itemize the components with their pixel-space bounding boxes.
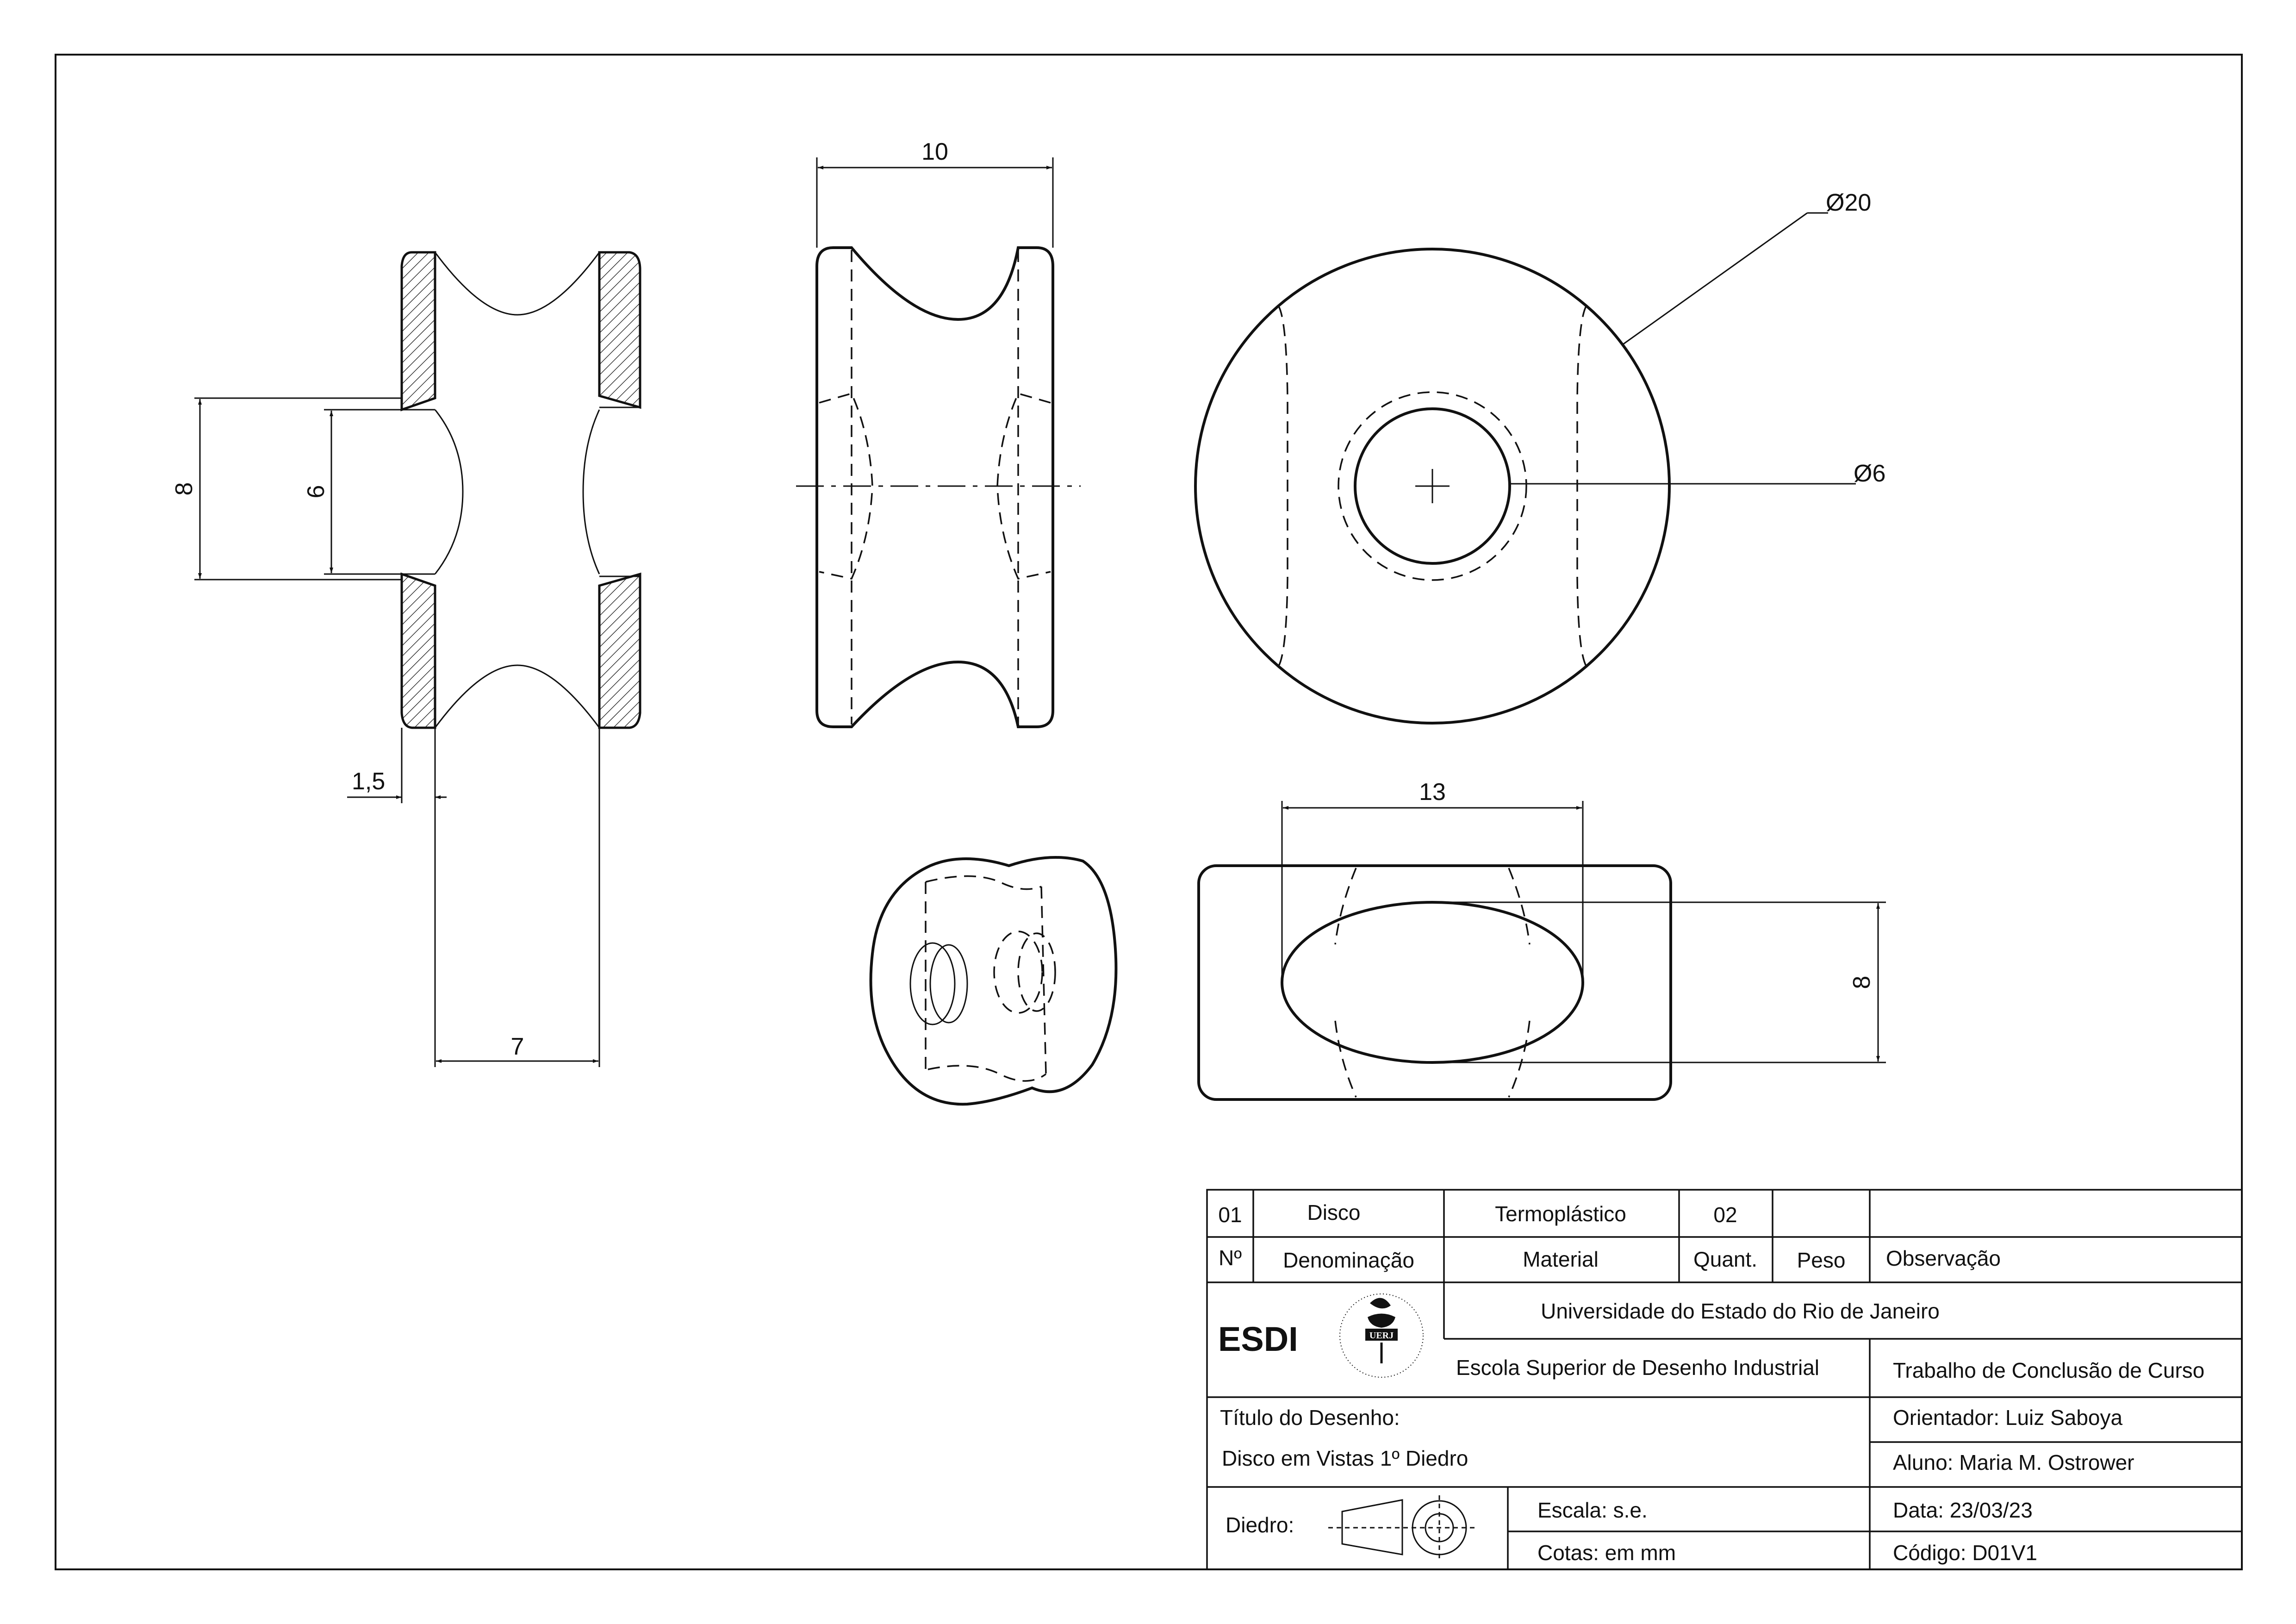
section-hatch-top-left — [400, 251, 436, 412]
side-view: Ø20 Ø6 — [1194, 189, 1885, 725]
section-hatch-bottom-right — [598, 572, 641, 729]
header-number: Nº — [1219, 1246, 1242, 1270]
hidden-line — [1508, 868, 1531, 945]
student: Aluno: Maria M. Ostrower — [1893, 1450, 2134, 1474]
svg-text:UERJ: UERJ — [1369, 1330, 1394, 1341]
dihedral-label: Diedro: — [1226, 1513, 1294, 1537]
dimension-text-d20: Ø20 — [1826, 189, 1871, 216]
hidden-bore-right — [996, 392, 1051, 580]
esdi-logo: ESDI — [1218, 1320, 1298, 1358]
title-block: 01 Disco Termoplástico 02 Nº Denominação… — [1206, 1189, 2243, 1570]
part-material: Termoplástico — [1495, 1202, 1626, 1226]
dimension-text-10: 10 — [921, 138, 948, 165]
section-groove-top — [434, 252, 600, 316]
section-groove-bottom — [434, 664, 600, 728]
scale: Escala: s.e. — [1537, 1498, 1648, 1522]
dimension-text-1-5: 1,5 — [352, 768, 385, 795]
dimension-text-13: 13 — [1419, 779, 1446, 806]
part-number: 01 — [1218, 1203, 1242, 1227]
hidden-bore-left — [819, 392, 873, 580]
section-bore-left — [434, 409, 464, 575]
front-view-outline — [815, 246, 1054, 728]
iso-hidden — [925, 875, 1042, 890]
front-view: 10 — [796, 138, 1081, 728]
drawing-title-label: Título do Desenho: — [1220, 1405, 1400, 1430]
school-name: Escola Superior de Desenho Industrial — [1456, 1355, 1819, 1380]
iso-bore-front — [909, 942, 956, 1025]
top-view-outline — [1197, 864, 1672, 1101]
section-hatch-top-right — [598, 251, 641, 409]
outer-circle — [1194, 248, 1671, 725]
hole-circle — [1354, 407, 1511, 565]
isometric-view — [869, 856, 1118, 1106]
dimension-text-d6: Ø6 — [1854, 460, 1885, 487]
header-material: Material — [1523, 1247, 1599, 1271]
hidden-line — [1334, 1020, 1357, 1098]
top-view: 13 8 — [1197, 779, 1886, 1101]
dimension-text-7: 7 — [511, 1033, 524, 1060]
university-name: Universidade do Estado do Rio de Janeiro — [1541, 1299, 1940, 1323]
hidden-groove-left — [1277, 305, 1288, 667]
section-bore-right — [582, 409, 600, 575]
course-work: Trabalho de Conclusão de Curso — [1893, 1358, 2204, 1382]
first-angle-projection-icon — [1328, 1495, 1476, 1560]
iso-bore-back-inner — [1017, 932, 1056, 1012]
header-quantity: Quant. — [1693, 1247, 1757, 1271]
uerj-seal: UERJ — [1339, 1293, 1424, 1378]
iso-hidden — [1040, 886, 1047, 1074]
header-note: Observação — [1886, 1246, 2001, 1270]
top-view-ellipse — [1281, 901, 1584, 1064]
sheet-border — [55, 54, 2243, 1570]
units: Cotas: em mm — [1537, 1541, 1676, 1565]
part-name: Disco — [1307, 1200, 1360, 1224]
hidden-line — [1334, 868, 1357, 945]
leader-line — [1622, 212, 1808, 346]
hidden-circle — [1338, 391, 1527, 581]
advisor: Orientador: Luiz Saboya — [1893, 1405, 2122, 1430]
iso-hidden — [927, 1065, 1047, 1082]
section-view: 8 6 1,5 7 — [171, 251, 641, 1067]
iso-outline — [869, 856, 1118, 1106]
drawing-title: Disco em Vistas 1º Diedro — [1222, 1446, 1468, 1470]
dimension-text-8: 8 — [171, 482, 198, 496]
section-hatch-bottom-left — [400, 572, 436, 729]
hidden-line — [1508, 1020, 1531, 1098]
iso-bore-back — [993, 931, 1043, 1014]
header-weight: Peso — [1797, 1248, 1846, 1272]
header-name: Denominação — [1283, 1248, 1414, 1272]
iso-bore-front-inner — [929, 944, 968, 1024]
dimension-text-8b: 8 — [1848, 976, 1875, 989]
hidden-groove-right — [1576, 305, 1587, 667]
part-quantity: 02 — [1713, 1203, 1737, 1227]
code: Código: D01V1 — [1893, 1541, 2037, 1565]
date: Data: 23/03/23 — [1893, 1498, 2033, 1522]
dimension-text-6: 6 — [303, 485, 330, 499]
